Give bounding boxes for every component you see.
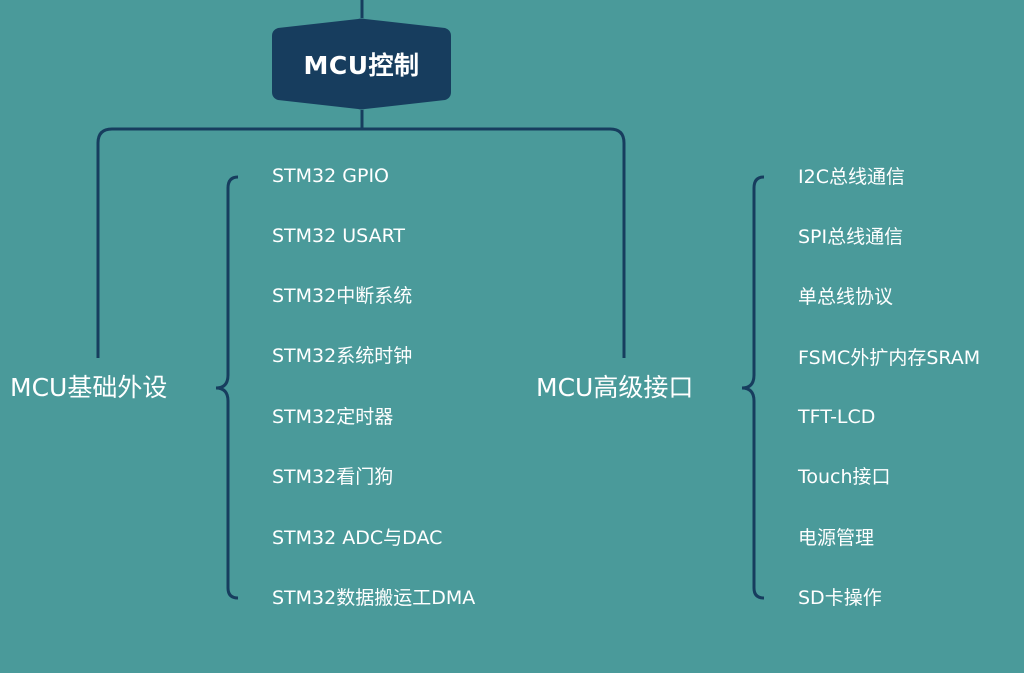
leaf-item[interactable]: FSMC外扩内存SRAM	[798, 347, 981, 369]
leaf-item[interactable]: STM32看门狗	[272, 466, 394, 488]
root-node[interactable]: MCU控制	[272, 18, 451, 110]
root-label: MCU控制	[303, 51, 420, 80]
right-brace	[741, 175, 765, 600]
leaf-item[interactable]: SPI总线通信	[798, 226, 904, 248]
branch-label-advanced-interfaces[interactable]: MCU高级接口	[536, 373, 694, 402]
leaf-item[interactable]: STM32中断系统	[272, 285, 413, 307]
leaf-item[interactable]: STM32 GPIO	[272, 165, 390, 187]
leaf-item[interactable]: Touch接口	[798, 466, 891, 488]
root-hexagon-shape	[272, 18, 451, 110]
leaf-item[interactable]: STM32 USART	[272, 225, 406, 247]
left-brace	[215, 175, 239, 600]
leaf-item[interactable]: I2C总线通信	[798, 166, 905, 188]
leaf-item[interactable]: STM32系统时钟	[272, 345, 413, 367]
leaf-item[interactable]: 单总线协议	[798, 286, 894, 308]
branch-bus-line	[96, 127, 626, 358]
leaf-item[interactable]: STM32数据搬运工DMA	[272, 587, 476, 609]
leaf-item[interactable]: 电源管理	[798, 527, 875, 549]
leaf-item[interactable]: STM32 ADC与DAC	[272, 527, 443, 549]
leaf-item[interactable]: STM32定时器	[272, 406, 394, 428]
leaf-item[interactable]: SD卡操作	[798, 587, 882, 609]
branch-label-basic-peripherals[interactable]: MCU基础外设	[10, 373, 168, 402]
leaf-item[interactable]: TFT-LCD	[798, 406, 876, 428]
